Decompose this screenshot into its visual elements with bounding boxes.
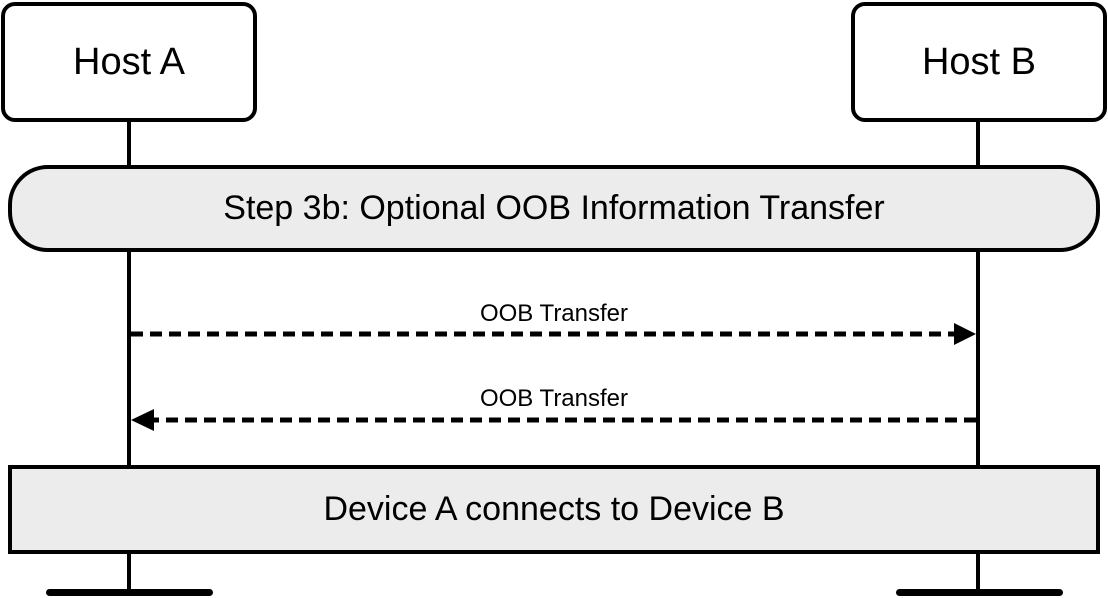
- arrow-a-to-b: [131, 323, 976, 345]
- arrow-b-to-a: [131, 409, 976, 431]
- participant-host-b: Host B: [851, 2, 1107, 122]
- action-box: Device A connects to Device B: [8, 465, 1100, 554]
- action-box-label: Device A connects to Device B: [323, 490, 785, 528]
- terminator-host-b: [896, 589, 1063, 596]
- arrowhead-right-icon: [954, 323, 976, 345]
- participant-host-a: Host A: [1, 2, 257, 122]
- step-banner: Step 3b: Optional OOB Information Transf…: [8, 165, 1100, 252]
- lifeline-host-b: [976, 120, 980, 592]
- message-label-b-to-a: OOB Transfer: [479, 385, 629, 412]
- message-label-a-to-b: OOB Transfer: [479, 300, 629, 327]
- participant-host-b-label: Host B: [921, 40, 1037, 83]
- arrowhead-left-icon: [131, 409, 154, 431]
- terminator-host-a: [46, 589, 213, 596]
- step-banner-label: Step 3b: Optional OOB Information Transf…: [223, 189, 885, 227]
- participant-host-a-label: Host A: [73, 40, 185, 83]
- lifeline-host-a: [127, 120, 131, 592]
